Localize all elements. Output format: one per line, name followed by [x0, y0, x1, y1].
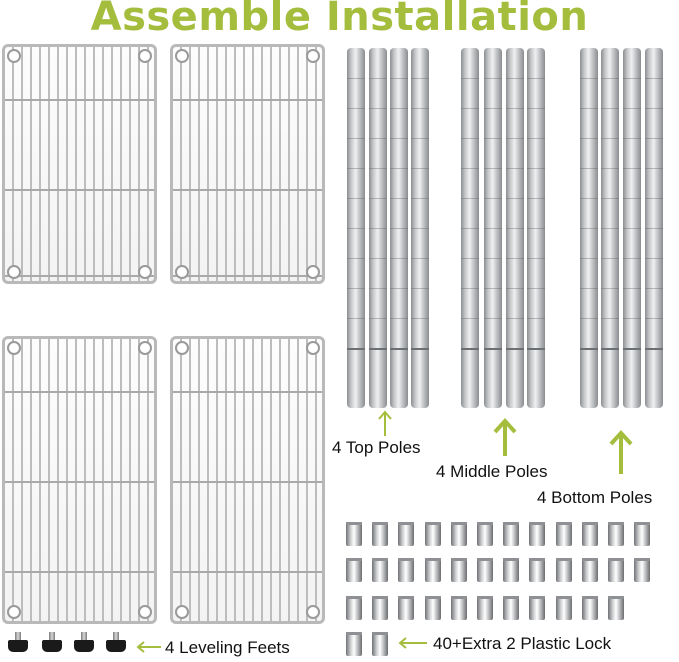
plastic-lock [346, 632, 362, 656]
arrow-left-icon [136, 641, 161, 653]
plastic-lock [450, 558, 467, 582]
top-pole [347, 48, 365, 408]
leveling-foot [6, 632, 30, 652]
arrow-up-icon [378, 410, 392, 436]
plastic-lock [529, 596, 546, 620]
plastic-lock [477, 596, 493, 620]
plastic-lock [372, 596, 389, 620]
plastic-lock [424, 558, 441, 582]
top-pole [390, 48, 408, 408]
arrow-up-icon [609, 430, 633, 474]
plastic-lock [450, 596, 467, 620]
plastic-lock [477, 522, 493, 546]
leveling-foot [104, 632, 128, 652]
plastic-lock [555, 596, 572, 620]
top-poles-label: 4 Top Poles [332, 438, 421, 457]
middle-pole [484, 48, 502, 408]
plastic-lock [634, 558, 651, 582]
arrow-up-icon [493, 418, 517, 456]
plastic-lock [503, 522, 520, 546]
plastic-lock [346, 522, 362, 546]
top-pole [411, 48, 429, 408]
middle-pole [527, 48, 545, 408]
plastic-lock [424, 596, 441, 620]
plastic-lock [581, 558, 598, 582]
bottom-pole [580, 48, 598, 408]
bottom-pole [623, 48, 641, 408]
plastic-lock-label: 40+Extra 2 Plastic Lock [433, 634, 612, 653]
plastic-lock [555, 558, 572, 582]
plastic-lock [372, 558, 389, 582]
plastic-lock [398, 596, 415, 620]
wire-shelf [170, 336, 325, 624]
plastic-lock [477, 558, 493, 582]
plastic-lock [529, 558, 546, 582]
plastic-lock [346, 596, 362, 620]
bottom-pole [645, 48, 663, 408]
leveling-foot [72, 632, 96, 652]
plastic-lock [555, 522, 572, 546]
middle-poles-label: 4 Middle Poles [436, 462, 548, 481]
plastic-lock [608, 558, 624, 582]
plastic-lock [398, 522, 415, 546]
plastic-lock [424, 522, 441, 546]
plastic-lock [503, 558, 520, 582]
wire-shelf [170, 44, 325, 284]
plastic-lock [581, 596, 598, 620]
plastic-lock [503, 596, 520, 620]
leveling-feet-label: 4 Leveling Feets [165, 638, 290, 657]
middle-pole [461, 48, 479, 408]
plastic-lock [581, 522, 598, 546]
bottom-pole [601, 48, 619, 408]
top-pole [369, 48, 387, 408]
leveling-foot [40, 632, 64, 652]
plastic-lock [346, 558, 362, 582]
plastic-lock [372, 632, 389, 656]
plastic-lock [608, 522, 624, 546]
middle-pole [506, 48, 524, 408]
plastic-lock [608, 596, 624, 620]
plastic-lock [634, 522, 651, 546]
page-title: Assemble Installation [90, 0, 589, 40]
bottom-poles-label: 4 Bottom Poles [537, 488, 653, 507]
plastic-lock [529, 522, 546, 546]
plastic-lock [372, 522, 389, 546]
plastic-lock [398, 558, 415, 582]
plastic-lock [450, 522, 467, 546]
arrow-left-icon [398, 637, 427, 649]
wire-shelf [2, 336, 157, 624]
wire-shelf [2, 44, 157, 284]
